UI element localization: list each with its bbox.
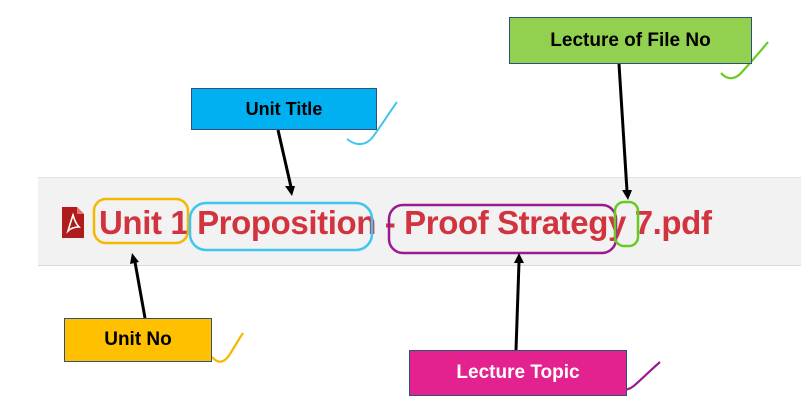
lecture-file-no-callout: Lecture of File No [509, 17, 752, 64]
extension-text: .pdf [652, 204, 712, 241]
lecture-topic-callout: Lecture Topic [409, 350, 627, 396]
pdf-file-icon[interactable] [62, 207, 84, 238]
unit-title-text: Proposition [197, 204, 376, 241]
unit-no-text: Unit 1 [99, 204, 189, 241]
file-name[interactable]: Unit 1 Proposition - Proof Strategy 7.pd… [99, 200, 712, 246]
arrow-to-lecture-topic [514, 253, 524, 351]
unit-no-check-mark [211, 332, 244, 363]
unit-no-callout: Unit No [64, 318, 212, 362]
separator-text: - [384, 204, 396, 241]
unit-title-callout: Unit Title [191, 88, 377, 130]
lecture-topic-text: Proof Strategy [404, 204, 626, 241]
lecture-no-text: 7 [634, 204, 653, 241]
